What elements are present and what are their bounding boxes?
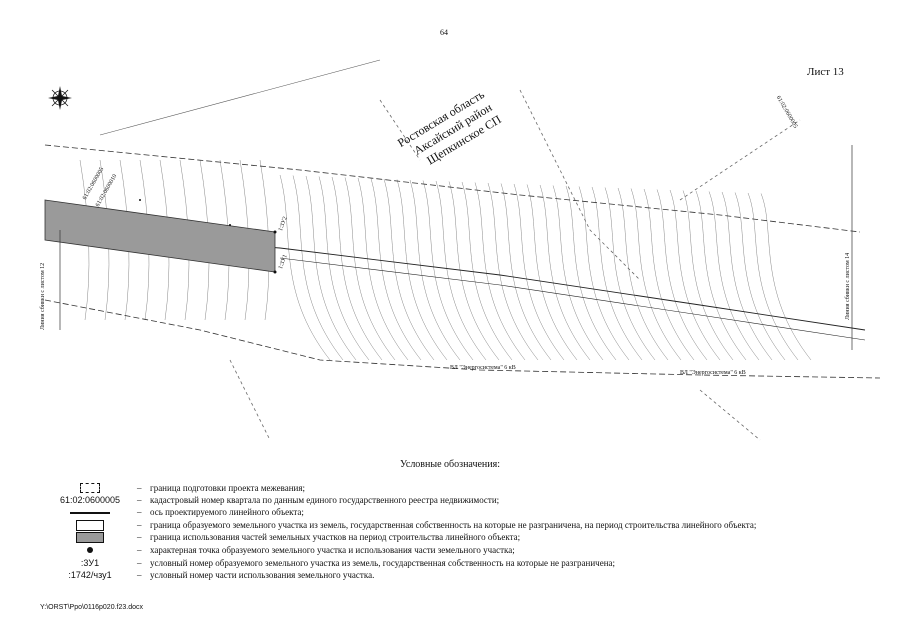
- legend-symbol: [40, 507, 140, 517]
- contour-line: [422, 180, 474, 361]
- contour-line: [578, 186, 630, 361]
- legend-item: –характерная точка образуемого земельног…: [40, 545, 890, 557]
- legend-dash: –: [137, 545, 142, 555]
- legend-dash: –: [137, 570, 142, 580]
- contour-line: [474, 182, 526, 361]
- compass-rose-icon: [48, 86, 72, 110]
- legend-item: –граница подготовки проекта межевания;: [40, 483, 890, 495]
- contour-line: [734, 192, 786, 361]
- contour-line: [383, 178, 435, 361]
- contour-line: [617, 187, 669, 361]
- page-number: 64: [440, 28, 448, 37]
- legend-dash: –: [137, 483, 142, 493]
- contour-line: [669, 189, 721, 361]
- contour-line: [708, 191, 760, 361]
- contour-line: [682, 190, 734, 361]
- legend-description: граница использования частей земельных у…: [150, 532, 521, 542]
- contour-line: [695, 190, 747, 361]
- legend-item: –граница использования частей земельных …: [40, 532, 890, 544]
- legend-item: :3У1 –условный номер образуемого земельно…: [40, 558, 890, 570]
- boundary-lines: [44, 59, 881, 441]
- legend-dash: –: [137, 520, 142, 530]
- legend-dash: –: [137, 558, 142, 568]
- legend-symbol: [40, 545, 140, 555]
- contour-line: [747, 192, 799, 361]
- contour-line: [500, 183, 552, 361]
- contour-line: [370, 178, 422, 361]
- contour-line: [409, 179, 461, 361]
- bottom-utility-label-2: ВЛ "Энергосистема" 6 кВ: [680, 370, 746, 376]
- legend-symbol: [40, 532, 140, 545]
- contour-line: [292, 175, 344, 361]
- contour-line: [448, 181, 500, 361]
- contour-line: [526, 184, 578, 361]
- legend-title: Условные обозначения:: [400, 459, 501, 470]
- contour-line: [656, 189, 708, 361]
- contour-line: [279, 174, 331, 361]
- legend-dash: –: [137, 532, 142, 542]
- legend-description: условный номер образуемого земельного уч…: [150, 558, 616, 568]
- legend-dash: –: [137, 495, 142, 505]
- contour-line: [721, 191, 773, 361]
- legend-item: 61:02:0600005 –кадастровый номер квартала…: [40, 495, 890, 507]
- right-match-label: Линия сбивки с листом 14: [845, 252, 851, 320]
- legend-description: условный номер части использования земел…: [150, 570, 375, 580]
- sheet-label: Лист 13: [807, 66, 844, 78]
- contour-line: [604, 187, 656, 361]
- legend-symbol: [40, 483, 140, 495]
- contour-line: [760, 193, 812, 361]
- left-match-label: Линия сбивки с листом 12: [40, 262, 46, 330]
- contour-line: [305, 175, 357, 361]
- legend-dash: –: [137, 507, 142, 517]
- legend-description: характерная точка образуемого земельного…: [150, 545, 515, 555]
- contour-line: [357, 177, 409, 361]
- land-use-area: [44, 199, 276, 273]
- contour-line: [318, 176, 370, 361]
- contour-line: [643, 188, 695, 361]
- contour-line: [630, 188, 682, 361]
- contour-line: [591, 186, 643, 361]
- footer-path: Y:\ORST\Ppo\0116p020.f23.docx: [40, 604, 143, 611]
- contour-line: [513, 183, 565, 361]
- legend-description: граница образуемого земельного участка и…: [150, 520, 757, 530]
- contour-line: [552, 185, 604, 361]
- characteristic-points: [139, 199, 277, 274]
- legend-item: :1742/чзу1 –условный номер части использо…: [40, 570, 890, 582]
- contour-line: [539, 184, 591, 361]
- contour-line: [565, 185, 617, 361]
- legend-item: –ось проектируемого линейного объекта;: [40, 507, 890, 519]
- legend-symbol: [40, 520, 140, 533]
- contour-line: [435, 180, 487, 361]
- legend-description: кадастровый номер квартала по данным еди…: [150, 495, 500, 505]
- legend-description: граница подготовки проекта межевания;: [150, 483, 306, 493]
- legend-symbol: :3У1: [80, 558, 100, 568]
- legend-item: –граница образуемого земельного участка …: [40, 520, 890, 532]
- contour-line: [344, 177, 396, 361]
- contour-lines: [79, 159, 812, 361]
- cadastral-map: [44, 59, 881, 441]
- contour-line: [396, 179, 448, 361]
- bottom-utility-label: ВЛ "Энергосистема" 6 кВ: [450, 365, 516, 371]
- legend-symbol: :1742/чзу1: [68, 570, 112, 580]
- legend-description: ось проектируемого линейного объекта;: [150, 507, 304, 517]
- contour-line: [331, 176, 383, 361]
- legend-symbol: 61:02:0600005: [59, 495, 121, 505]
- contour-line: [487, 182, 539, 361]
- contour-line: [461, 181, 513, 361]
